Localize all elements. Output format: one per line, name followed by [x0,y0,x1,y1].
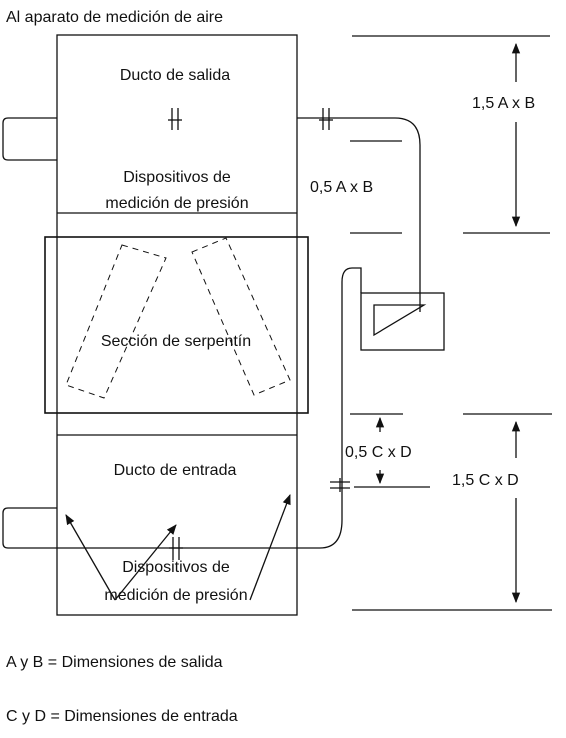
manometer-box [360,292,445,351]
inlet-pressure-tube [2,267,362,549]
inlet-tap-bottom [169,537,183,560]
outlet-tap-right [319,108,333,130]
arrow-to-tap-1 [65,514,116,601]
coil-section-label: Sección de serpentín [101,333,251,350]
outlet-tap-left [168,108,182,130]
inlet-duct-label: Ducto de entrada [114,462,237,479]
legend-ab: A y B = Dimensiones de salida [6,654,223,671]
legend-cd: C y D = Dimensiones de entrada [6,708,238,725]
inlet-pressure-label-1: Dispositivos de [122,559,230,576]
inlet-tap-side [330,478,350,492]
outlet-side-tube [2,117,57,161]
title: Al aparato de medición de aire [6,9,223,26]
dim-outlet-short: 0,5 A x B [310,179,373,196]
dim-outlet-long: 1,5 A x B [472,95,535,112]
dim-inlet-long: 1,5 C x D [452,472,519,489]
coil-left-dashed [65,244,167,399]
unit-outline [56,34,298,616]
manometer-inclined-tube [373,304,427,337]
coil-right-dashed [191,237,291,396]
outlet-duct-label: Ducto de salida [120,67,230,84]
dim-inlet-short: 0,5 C x D [345,444,412,461]
outlet-pressure-tube [297,117,421,312]
inlet-pressure-label-2: medición de presión [104,587,247,604]
outlet-pressure-label-2: medición de presión [105,195,248,212]
outlet-pressure-label-1: Dispositivos de [123,169,231,186]
arrow-to-tap-2 [114,524,177,601]
arrow-to-tap-3 [249,494,291,601]
coil-section-box [44,236,309,414]
